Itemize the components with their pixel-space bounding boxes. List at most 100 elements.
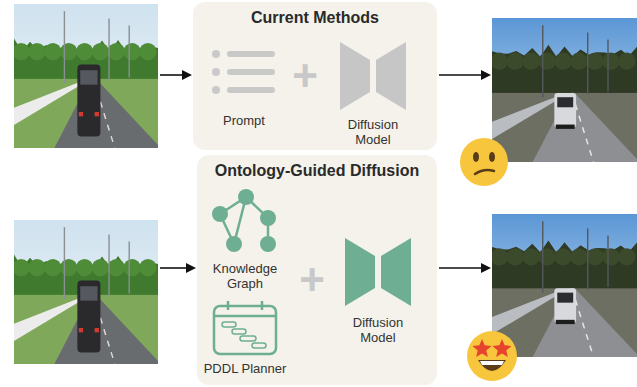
encoder-shape: [345, 238, 375, 306]
tree-crown: [554, 248, 571, 265]
arrow-head: [182, 70, 192, 80]
tree-crown: [76, 259, 93, 276]
emoji-star-eye: [492, 339, 511, 357]
planner-tab: [261, 301, 264, 310]
planner-icon: [212, 300, 278, 356]
plus-sign: +: [292, 54, 318, 98]
tree-crown: [123, 259, 140, 276]
graph-vertex: [260, 210, 276, 226]
car-body: [77, 64, 100, 136]
tree-crown: [60, 43, 77, 60]
car-window: [557, 97, 573, 107]
node-label: Prompt: [221, 114, 267, 129]
emoji-eye: [489, 152, 495, 162]
list-bar: [227, 87, 275, 93]
knowledge-graph-icon: [206, 188, 284, 254]
tree-crown: [554, 53, 571, 70]
car-window: [80, 70, 97, 84]
tree-crown: [14, 43, 30, 60]
emoji-star-eye: [472, 339, 491, 357]
emoji-mouth: [478, 360, 506, 371]
tree-crown: [492, 248, 508, 265]
emoji-teeth: [480, 361, 504, 365]
arrow-head: [481, 70, 491, 80]
tree-crown: [28, 259, 45, 276]
lamp-post: [607, 40, 608, 92]
tree-crown: [538, 248, 555, 265]
tree-crown: [522, 53, 539, 70]
planner-header: [214, 315, 276, 318]
tree-crown: [618, 248, 635, 265]
emoji-face: [460, 138, 508, 186]
tree-crown: [92, 43, 109, 60]
panel-title: Ontology-Guided Diffusion: [197, 162, 437, 180]
lamp-post: [587, 228, 588, 289]
diffusion-model-icon: [345, 238, 411, 306]
lamp-post: [542, 25, 543, 97]
tree-crown: [108, 259, 125, 276]
decoder-shape: [381, 238, 411, 306]
arrow-shaft: [160, 74, 184, 76]
tree-crown: [14, 259, 30, 276]
sim-scene: [14, 4, 158, 148]
barrier: [14, 295, 87, 341]
node-label: PDDL Planner: [202, 362, 289, 377]
car-body: [554, 288, 576, 322]
tree-crown: [92, 259, 109, 276]
tree-crown: [507, 248, 524, 265]
tree-crown: [44, 259, 61, 276]
plus-sign: +: [299, 258, 325, 302]
tree-crown: [602, 248, 619, 265]
decoder-shape: [376, 42, 406, 110]
tail-light: [79, 112, 83, 116]
list-dot: [212, 68, 220, 76]
diffusion-model-icon: [340, 42, 406, 110]
tree-crown: [602, 53, 619, 70]
graph-vertex: [226, 236, 242, 252]
icon-node: Knowledge Graph: [206, 188, 284, 292]
planner-tab: [227, 301, 230, 310]
tree-crown: [586, 248, 603, 265]
list-bar: [227, 69, 275, 75]
gantt-bar: [240, 336, 256, 341]
tree-crown: [139, 43, 156, 60]
lamp-post: [64, 11, 65, 83]
sim-scene: [14, 220, 158, 364]
tree-crown: [507, 53, 524, 70]
lamp-post: [587, 32, 588, 94]
arrow-shaft: [160, 267, 188, 269]
lamp-post: [128, 242, 129, 294]
tree-crown: [586, 53, 603, 70]
gantt-bar: [222, 322, 236, 327]
arrow-head: [481, 263, 491, 273]
tree-crown: [570, 53, 587, 70]
icon-node: Diffusion Model: [340, 238, 416, 346]
tree-crown: [139, 259, 156, 276]
lamp-post: [607, 235, 608, 286]
lamp-post: [542, 221, 543, 293]
car-wheels: [556, 125, 575, 129]
tree-crown: [538, 53, 555, 70]
icon-node: Diffusion Model: [335, 42, 411, 148]
car-wheels: [556, 320, 575, 324]
list-bar: [227, 51, 275, 57]
arrow-head: [186, 263, 196, 273]
tree-crown: [570, 248, 587, 265]
arrow: [439, 263, 491, 273]
tree-crown: [28, 43, 45, 60]
arrow-shaft: [439, 74, 483, 76]
graph-vertex: [212, 206, 228, 222]
lamp-post: [108, 18, 109, 80]
tree-crown: [76, 43, 93, 60]
node-label: Diffusion Model: [340, 316, 416, 346]
tree-crown: [618, 53, 635, 70]
emoji-mouth: [475, 170, 494, 174]
arrow: [160, 70, 192, 80]
tail-light: [79, 328, 83, 332]
car-window: [80, 286, 97, 300]
car-body: [77, 280, 100, 352]
encoder-shape: [340, 42, 370, 110]
emoji-eye: [473, 152, 479, 162]
planner-frame: [214, 306, 276, 354]
